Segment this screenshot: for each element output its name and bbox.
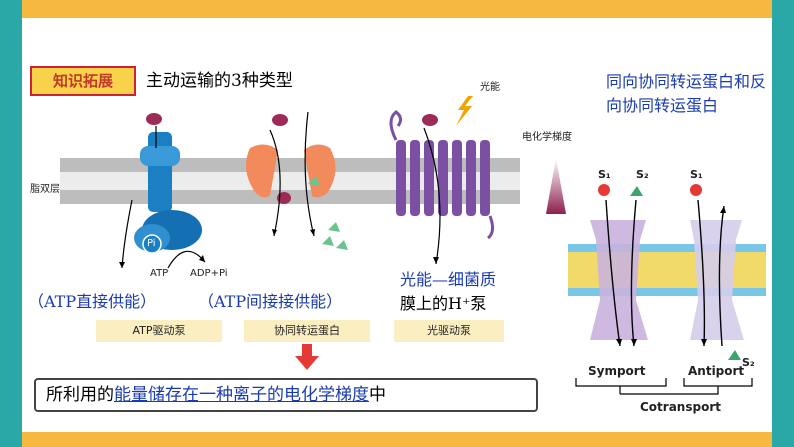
s2-label-left: S₂	[636, 168, 649, 181]
summary-box: 所利用的能量储存在一种离子的电化学梯度中	[34, 378, 538, 412]
s1-ball-left	[598, 184, 610, 196]
s1-label-right: S₁	[690, 168, 703, 181]
s1-label-left: S₁	[598, 168, 611, 181]
s2-ball-right	[728, 350, 741, 360]
summary-prefix: 所利用的	[46, 385, 114, 405]
down-arrow	[295, 344, 319, 370]
atp-indirect-annotation: （ATP间接接供能）	[198, 288, 342, 312]
membrane-top-layer	[60, 158, 520, 172]
light-label: 光能	[480, 78, 500, 93]
h-pump-annotation: 膜上的H⁺泵	[400, 290, 486, 314]
pi-label: Pi	[147, 238, 156, 249]
summary-suffix: 中	[369, 385, 386, 405]
s1-ball-right	[690, 184, 702, 196]
lipid-bilayer-label: 脂双层	[30, 180, 60, 195]
light-bacteria-annotation: 光能—细菌质	[400, 266, 496, 290]
cotransporter-box: 协同转运蛋白	[244, 320, 370, 342]
summary-highlight: 能量储存在一种离子的电化学梯度	[114, 385, 369, 405]
gradient-label: 电化学梯度	[522, 128, 572, 143]
light-pump-box: 光驱动泵	[394, 320, 504, 342]
atp-label: ATP	[150, 268, 168, 279]
cotransport-label: Cotransport	[640, 400, 721, 414]
symport-label: Symport	[588, 364, 645, 378]
gradient-triangle	[546, 158, 566, 214]
antiport-label: Antiport	[688, 364, 744, 378]
s2-ball-left	[630, 186, 643, 196]
cotransport-figure	[568, 184, 766, 394]
atp-pump-box: ATP驱动泵	[96, 320, 222, 342]
atp-direct-annotation: （ATP直接供能）	[28, 288, 156, 312]
adp-label: ADP+Pi	[190, 268, 228, 279]
